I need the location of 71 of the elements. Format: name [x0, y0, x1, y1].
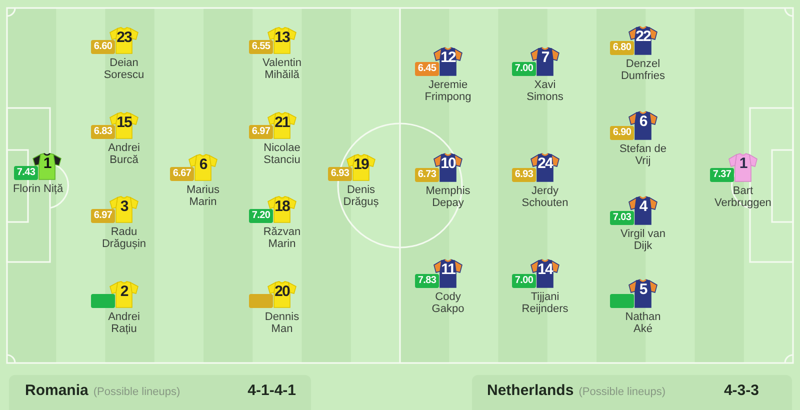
rating-badge: 6.93	[328, 167, 352, 181]
formation: 4-3-3	[724, 381, 759, 402]
rating-badge	[249, 294, 273, 308]
jersey-number: 15	[116, 114, 132, 131]
rating-badge: 6.97	[91, 209, 115, 223]
lineup-note: (Possible lineups)	[93, 385, 180, 400]
rating-badge: 7.20	[249, 209, 273, 223]
rating-badge: 6.90	[610, 126, 634, 140]
jersey-number: 13	[274, 29, 290, 46]
player-name: Tijjani Reijnders	[520, 291, 570, 315]
player-name: Valentin Mihăilă	[262, 57, 302, 81]
rating-badge	[610, 294, 634, 308]
player-name: Marius Marin	[185, 184, 220, 208]
player-name: Nathan Aké	[624, 311, 662, 335]
jersey-number: 3	[120, 198, 128, 215]
player-name: Xavi Simons	[526, 79, 564, 103]
rating-badge: 6.80	[610, 41, 634, 55]
jersey-number: 10	[440, 155, 456, 172]
rating-badge: 6.73	[415, 168, 439, 182]
rating-badge: 7.00	[512, 274, 536, 288]
rating-badge: 6.67	[170, 167, 194, 181]
player-name: Stefan de Vrij	[618, 143, 668, 167]
jersey-number: 21	[274, 114, 290, 131]
player-name: Deian Sorescu	[102, 57, 146, 81]
jersey-number: 1	[43, 155, 51, 172]
player-name: Răzvan Marin	[262, 226, 302, 250]
player-name: Denis Drăguș	[342, 184, 380, 208]
jersey-number: 23	[116, 29, 132, 46]
rating-badge: 6.97	[249, 125, 273, 139]
jersey-number: 1	[739, 155, 747, 172]
player-name: Cody Gakpo	[430, 291, 466, 315]
rating-badge: 7.03	[610, 211, 634, 225]
jersey-number: 11	[441, 261, 455, 278]
jersey-number: 14	[538, 261, 552, 278]
jersey-number: 6	[199, 156, 207, 173]
jersey-number: 4	[639, 198, 647, 215]
player-name: Florin Niță	[12, 183, 64, 195]
rating-badge: 7.00	[512, 62, 536, 76]
player-name: Memphis Depay	[424, 185, 472, 209]
player-name: Radu Drăgușin	[100, 226, 148, 250]
rating-badge: 6.55	[249, 40, 273, 54]
player-name: Andrei Burcă	[107, 142, 141, 166]
player-name: Andrei Rațiu	[107, 311, 141, 335]
player-name: Jerdy Schouten	[520, 185, 570, 209]
rating-badge: 7.43	[14, 166, 38, 180]
jersey-number: 6	[639, 113, 647, 130]
rating-badge: 6.93	[512, 168, 536, 182]
jersey-number: 20	[274, 283, 290, 300]
player-name: Jeremie Frimpong	[424, 79, 472, 103]
formation: 4-1-4-1	[248, 381, 296, 402]
rating-badge: 6.60	[91, 40, 115, 54]
player-name: Nicolae Stanciu	[262, 142, 302, 166]
team-name: Romania	[25, 381, 88, 402]
rating-badge: 6.45	[415, 62, 439, 76]
lineup-note: (Possible lineups)	[578, 385, 666, 400]
player-name: Virgil van Dijk	[619, 228, 667, 252]
team-name: Netherlands	[487, 381, 574, 402]
player-name: Denzel Dumfries	[620, 58, 666, 82]
rating-badge: 6.83	[91, 125, 115, 139]
rating-badge	[91, 294, 115, 308]
jersey-number: 24	[538, 155, 552, 172]
jersey-number: 19	[354, 156, 368, 173]
jersey-number: 18	[274, 198, 290, 215]
jersey-number: 2	[120, 283, 128, 300]
jersey-number: 12	[440, 49, 456, 66]
rating-badge: 7.83	[415, 274, 439, 288]
jersey-number: 7	[541, 49, 549, 66]
player-name: Bart Verbruggen	[714, 185, 772, 209]
jersey-number: 5	[639, 281, 647, 298]
player-name: Dennis Man	[264, 311, 300, 335]
jersey-number: 22	[636, 28, 650, 45]
